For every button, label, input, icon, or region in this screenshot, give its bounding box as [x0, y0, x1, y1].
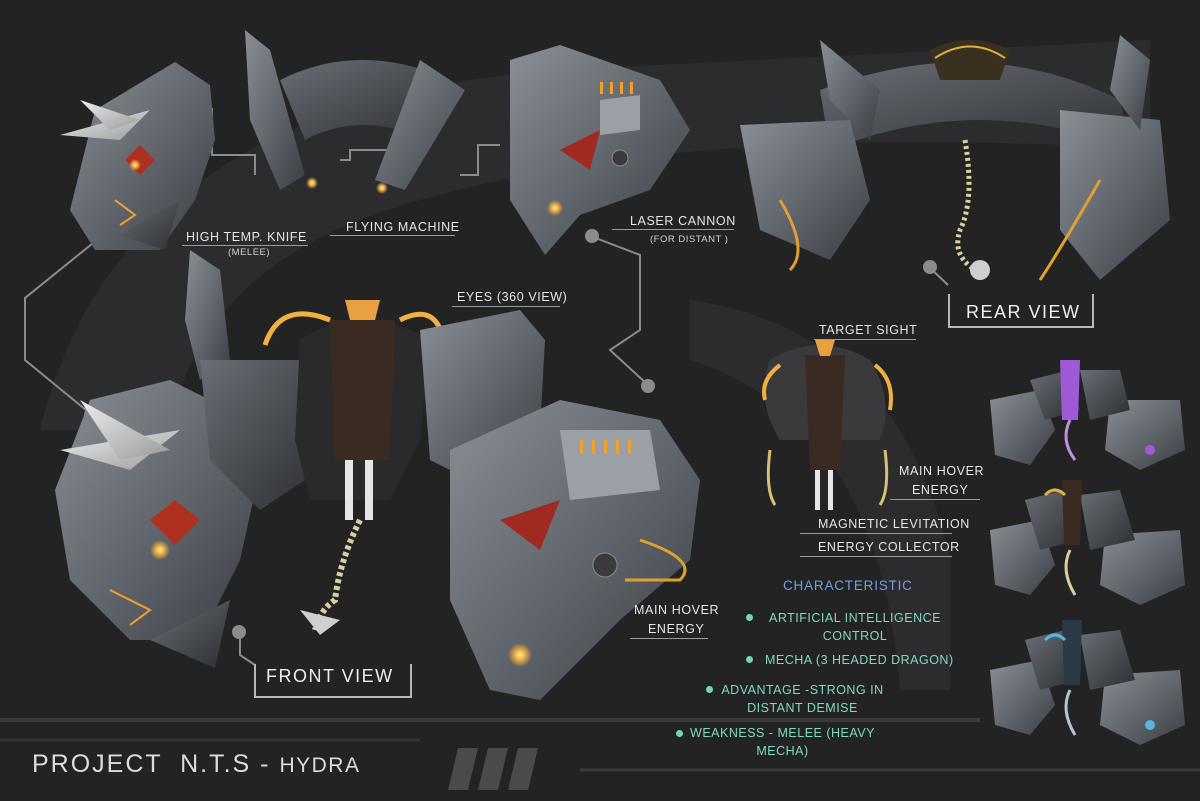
characteristic-item-4: WEAKNESS - MELEE (HEAVY MECHA)	[690, 724, 875, 760]
characteristic-item-3: ADVANTAGE -STRONG IN DISTANT DEMISE	[720, 681, 885, 717]
main-hover-energy-right-label-2: ENERGY	[912, 483, 969, 497]
main-hover-energy-front-label-2: ENERGY	[648, 622, 705, 636]
target-sight-figure-art	[762, 340, 893, 510]
decorative-stripes	[448, 748, 538, 790]
laser-cannon-art	[510, 45, 690, 255]
front-view-label: FRONT VIEW	[266, 666, 394, 686]
energy-collector-underline	[800, 556, 952, 557]
characteristic-bullet	[676, 730, 683, 737]
rear-view-label: REAR VIEW	[966, 302, 1081, 322]
high-temp-knife-underline	[182, 245, 308, 246]
target-sight-label: TARGET SIGHT	[819, 323, 918, 337]
laser-cannon-underline	[612, 229, 734, 230]
rear-view-frame	[948, 294, 1094, 328]
variant-gold-art	[990, 480, 1185, 605]
main-hover-energy-right-underline	[890, 499, 980, 500]
characteristic-item-line: ADVANTAGE -STRONG IN	[721, 683, 884, 697]
characteristic-item-1: ARTIFICIAL INTELLIGENCE CONTROL	[765, 609, 945, 645]
front-view-frame	[254, 664, 412, 698]
variant-cyan-art	[990, 620, 1185, 745]
energy-collector-label: ENERGY COLLECTOR	[818, 540, 960, 554]
characteristic-item-line: DISTANT DEMISE	[747, 701, 858, 715]
characteristic-item-line: CONTROL	[822, 629, 888, 643]
target-sight-underline	[814, 339, 916, 340]
characteristic-item-line: MECHA)	[756, 744, 809, 758]
characteristic-item-2: MECHA (3 HEADED DRAGON)	[765, 651, 954, 669]
project-title-prefix: PROJECT N.T.S -	[32, 750, 280, 778]
magnetic-levitation-label: MAGNETIC LEVITATION	[818, 517, 970, 531]
project-title: PROJECT N.T.S - HYDRA	[32, 750, 360, 779]
eyes-underline	[452, 306, 560, 307]
high-temp-knife-sublabel: (MELEE)	[228, 247, 271, 258]
eyes-label: EYES (360 VIEW)	[457, 290, 568, 304]
characteristic-item-line: MECHA (3 HEADED DRAGON)	[765, 653, 954, 667]
main-hover-energy-right-label-1: MAIN HOVER	[899, 464, 985, 478]
characteristic-bullet	[706, 686, 713, 693]
knife-head-art	[60, 62, 215, 250]
flying-machine-underline	[330, 235, 455, 236]
characteristic-item-line: WEAKNESS - MELEE (HEAVY	[690, 726, 875, 740]
front-view-art	[55, 250, 700, 700]
project-title-name: HYDRA	[279, 754, 361, 777]
characteristic-bullet	[746, 614, 753, 621]
characteristic-heading: CHARACTERISTIC	[783, 578, 913, 593]
high-temp-knife-label: HIGH TEMP. KNIFE	[186, 230, 307, 244]
flying-machine-art	[245, 30, 465, 194]
characteristic-bullet	[746, 656, 753, 663]
laser-cannon-sublabel: (FOR DISTANT )	[650, 234, 729, 245]
main-hover-energy-front-underline	[630, 638, 708, 639]
main-hover-energy-front-label-1: MAIN HOVER	[634, 603, 720, 617]
variant-purple-art	[985, 350, 1190, 470]
flying-machine-label: FLYING MACHINE	[346, 220, 460, 234]
rear-view-art	[740, 35, 1170, 281]
magnetic-levitation-underline	[800, 533, 952, 534]
laser-cannon-label: LASER CANNON	[630, 214, 736, 228]
characteristic-item-line: ARTIFICIAL INTELLIGENCE	[769, 611, 941, 625]
